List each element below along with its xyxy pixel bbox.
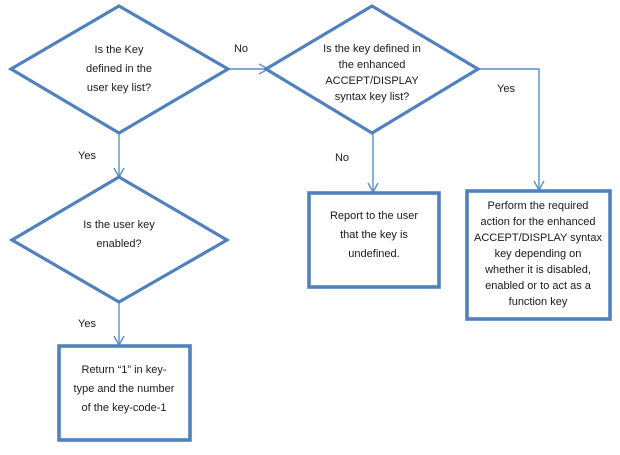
decision-user-key-list-line-3: user key list? <box>87 82 151 94</box>
process-perform-action-line-4: key depending on <box>495 248 582 260</box>
decision-enhanced-syntax-list-line-4: syntax key list? <box>335 91 410 103</box>
node-decision-user-key-list[interactable]: Is the Key defined in the user key list? <box>7 4 232 135</box>
node-process-return-key-type[interactable]: Return “1” in key- type and the number o… <box>57 344 192 442</box>
process-return-key-type-shape[interactable] <box>57 344 192 442</box>
decision-enhanced-syntax-list-line-1: Is the key defined in <box>323 43 421 55</box>
process-return-key-type-line-1-seg-2: key- <box>146 364 167 376</box>
decision-enhanced-syntax-list-line-3: ACCEPT/DISPLAY <box>325 75 419 87</box>
node-decision-enhanced-syntax-list[interactable]: Is the key defined in the enhanced ACCEP… <box>262 4 482 135</box>
process-return-key-type-line-2-seg-2: and the number <box>94 383 174 395</box>
process-return-key-type-line-2: type and the number <box>74 383 175 395</box>
process-perform-action-line-1: Perform the required <box>488 200 589 212</box>
decision-user-key-list-line-1: Is the Key <box>95 44 144 56</box>
process-return-key-type-line-3-seg-1: of the <box>82 402 113 414</box>
process-perform-action-line-5: whether it is disabled, <box>484 264 591 276</box>
process-perform-action-line-2: action for the enhanced <box>481 216 596 228</box>
edge-label-userlist-yes: Yes <box>78 150 96 162</box>
process-perform-action-shape[interactable] <box>465 189 612 321</box>
node-decision-user-key-enabled[interactable]: Is the user key enabled? <box>8 175 231 304</box>
edge-label-enabled-yes: Yes <box>78 318 96 330</box>
edge-label-enhanced-yes: Yes <box>497 83 515 95</box>
decision-user-key-enabled-shape[interactable] <box>8 175 231 304</box>
node-process-perform-action[interactable]: Perform the required action for the enha… <box>465 189 612 321</box>
process-return-key-type-line-3: of the key-code-1 <box>82 402 167 414</box>
edge-label-enhanced-no: No <box>335 152 349 164</box>
process-return-key-type-line-1-seg-1: Return “1” in <box>82 364 146 376</box>
decision-user-key-list-shape[interactable] <box>7 4 232 135</box>
process-return-key-type-line-1: Return “1” in key- <box>82 364 167 376</box>
edge-enhanced-no: No <box>335 134 379 194</box>
decision-user-key-enabled-line-2: enabled? <box>96 238 141 250</box>
decision-enhanced-syntax-list-line-2: the enhanced <box>339 59 406 71</box>
process-perform-action-line-7: function key <box>509 296 568 308</box>
process-return-key-type-line-2-seg-1: type <box>74 383 95 395</box>
edge-enhanced-yes-line <box>479 68 540 189</box>
edge-enhanced-yes: Yes <box>479 68 545 192</box>
process-report-undefined-line-1: Report to the user <box>330 210 418 222</box>
decision-enhanced-syntax-list-shape[interactable] <box>262 4 482 135</box>
process-report-undefined-line-3: undefined. <box>348 248 399 260</box>
node-process-report-undefined[interactable]: Report to the user that the key is undef… <box>307 191 441 289</box>
process-report-undefined-shape[interactable] <box>307 191 441 289</box>
process-return-key-type-line-3-seg-2: key-code-1 <box>112 402 166 414</box>
edge-enabled-yes: Yes <box>78 303 125 347</box>
edge-userlist-no: No <box>229 43 270 75</box>
process-report-undefined-line-2: that the key is <box>340 229 408 241</box>
process-perform-action-line-3: ACCEPT/DISPLAY syntax <box>474 232 602 244</box>
decision-user-key-list-line-2: defined in the <box>86 63 152 75</box>
decision-user-key-enabled-line-1: Is the user key <box>83 219 155 231</box>
process-perform-action-line-6: enabled or to act as a <box>485 280 592 292</box>
edge-userlist-yes: Yes <box>78 134 125 179</box>
edge-label-userlist-no: No <box>234 43 248 55</box>
